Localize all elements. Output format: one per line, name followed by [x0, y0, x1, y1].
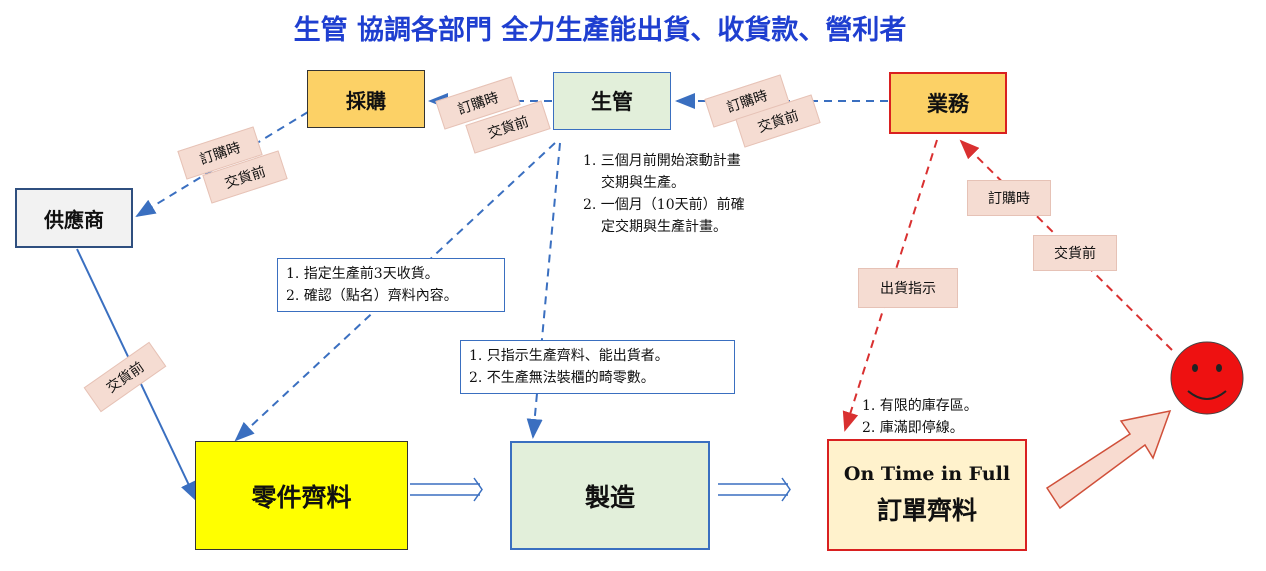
page-title: 生管 協調各部門 全力生產能出貨、收貨款、營利者 [293, 15, 907, 46]
note-line: 1. 有限的庫存區。 [862, 398, 978, 414]
smiley-face-icon [1170, 341, 1244, 415]
sales-box: 業務 [889, 72, 1007, 134]
double-arrow-manufacturing-to-order [718, 477, 791, 502]
tag-shipping-instruction: 出貨指示 [858, 268, 958, 308]
double-arrow-parts-to-manufacturing [410, 477, 483, 502]
note-line: 2. 確認（點名）齊料內容。 [286, 288, 458, 304]
note-line: 2. 不生產無法裝櫃的畸零數。 [469, 370, 655, 386]
tag-order-time-customer: 訂購時 [967, 180, 1051, 216]
purchasing-box: 採購 [307, 70, 425, 128]
order-full-box: On Time in Full 訂單齊料 [827, 439, 1027, 551]
parts-materials-box: 零件齊料 [195, 441, 408, 550]
arrow-customer-to-sales [959, 139, 1173, 351]
order-otif-label: On Time in Full [843, 463, 1011, 485]
arrow-sales-to-order [842, 139, 938, 432]
order-materials-label: 訂單齊料 [876, 496, 977, 525]
note-line: 定交期與生產計畫。 [601, 219, 727, 235]
note-line: 1. 只指示生產齊料、能出貨者。 [469, 348, 669, 364]
arrow-pc-to-manufacturing [526, 142, 561, 439]
note-receiving: 1. 指定生產前3天收貨。 2. 確認（點名）齊料內容。 [277, 258, 505, 312]
note-line: 交期與生產。 [601, 175, 685, 191]
manufacturing-box: 製造 [510, 441, 710, 550]
note-inventory: 1. 有限的庫存區。 2. 庫滿即停線。 [862, 395, 978, 439]
supplier-box: 供應商 [15, 188, 133, 248]
tag-before-delivery-customer: 交貨前 [1033, 235, 1117, 271]
production-control-box: 生管 [553, 72, 671, 130]
note-production: 1. 只指示生產齊料、能出貨者。 2. 不生產無法裝櫃的畸零數。 [460, 340, 735, 394]
note-line: 2. 庫滿即停線。 [862, 420, 964, 436]
note-line: 1. 指定生產前3天收貨。 [286, 266, 439, 282]
note-line: 1. 三個月前開始滾動計畫 [583, 153, 741, 169]
block-arrow-to-customer [1045, 409, 1172, 510]
note-production-plan: 1. 三個月前開始滾動計畫 交期與生產。 2. 一個月（10天前）前確 定交期與… [583, 150, 745, 238]
note-line: 2. 一個月（10天前）前確 [583, 197, 745, 213]
